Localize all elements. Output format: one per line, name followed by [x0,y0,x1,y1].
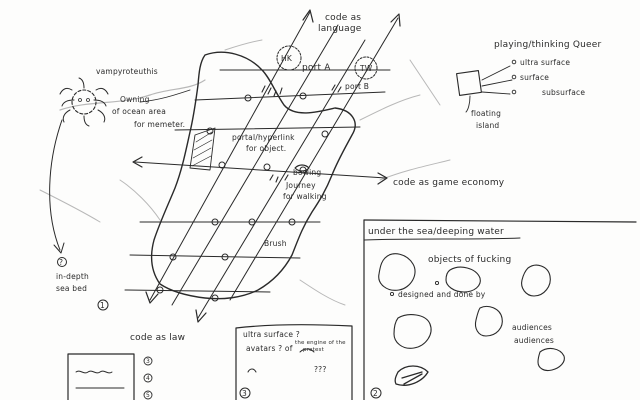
label-hk: HK [281,54,293,63]
label-floating-2: island [476,121,499,130]
under-sea-panel [363,219,637,400]
label-code-as-game-economy: code as game economy [393,178,505,188]
label-ultra-box-3: the engine of the [295,340,346,346]
label-designed-done: designed and done by [398,290,486,299]
arrow-head-left [132,156,143,168]
label-in-depth-1: in-depth [56,272,89,281]
label-code-as-law: code as law [130,333,185,343]
list-num-circle-3 [143,356,153,366]
floating-island-square [456,70,482,96]
arrow-head-code-as-language [302,9,314,23]
label-vampyroteuthis: vampyroteuthis [96,67,158,76]
label-port-b: port B [345,82,369,91]
arrow-head-top-right [390,13,401,27]
circle-marker-in-depth [57,257,67,267]
arrow-from-owning [139,89,191,103]
arrow-head-bottom-right [195,309,207,323]
label-ultra-box-4: protest [303,347,325,353]
sea-object-blobs [378,253,565,386]
label-owning-3: for memeter. [134,120,185,129]
circle-marker-1 [97,299,109,311]
tw-circle [354,56,378,80]
small-figures [261,84,342,183]
label-audiences-1: audiences [512,323,552,332]
label-audiences-2: audiences [514,336,554,345]
list-num-circle-4 [143,373,153,383]
label-portal-2: for object. [246,144,286,153]
diagonal-grid [149,11,399,319]
label-port-a: port A [302,63,331,73]
label-surface: surface [520,73,549,82]
label-in-depth-marker: ? [59,258,63,267]
label-bowing: bowing [293,168,321,177]
label-circle-3: 3 [242,389,247,398]
label-floating-1: floating [471,109,501,118]
label-qmarks: ??? [314,365,327,374]
grid-nodes [156,92,329,302]
island-outline [150,51,356,300]
label-objects-of-fucking: objects of fucking [428,255,511,265]
label-circle-2: 2 [373,389,378,398]
arrow-head-bottom-left [145,291,159,304]
label-owning-2: of ocean area [112,107,166,116]
label-code-as-language-1: code as [325,13,361,23]
list-num-3: 3 [146,358,150,365]
circle-marker-2 [370,387,382,399]
list-num-circle-5 [143,390,153,400]
circle-marker-3 [239,387,251,399]
list-num-5: 5 [146,392,150,399]
arrow-to-in-depth [49,119,63,251]
label-ultra-box-1: ultra surface ? [243,330,300,339]
ultra-surface-box [235,324,353,400]
label-journey-2: for walking [283,192,327,201]
hk-circle [276,45,302,71]
label-portal-1: portal/hyperlink [232,133,295,142]
label-tw: TW [359,64,373,73]
vampyroteuthis-drawing [59,77,109,127]
label-in-depth-2: sea bed [56,284,87,293]
label-circle-1: 1 [100,301,105,310]
label-owning-1: Owning [120,95,150,104]
list-box [67,353,135,400]
label-code-as-language-2: language [318,24,362,34]
label-ultra-box-2: avatars ? of [246,344,293,353]
label-under-sea: under the sea/deeping water [368,227,504,237]
label-ultra-surface: ultra surface [520,58,570,67]
hatched-area [189,127,216,171]
label-subsurface: subsurface [542,88,585,97]
label-playing-title: playing/thinking Queer [494,40,601,50]
horizontal-lines [124,69,391,293]
arrow-head-right-game [377,172,388,185]
label-brush: Brush [264,239,287,248]
label-journey-1: Journey [285,181,316,190]
list-num-4: 4 [146,375,150,382]
background-map-wash [39,39,451,306]
